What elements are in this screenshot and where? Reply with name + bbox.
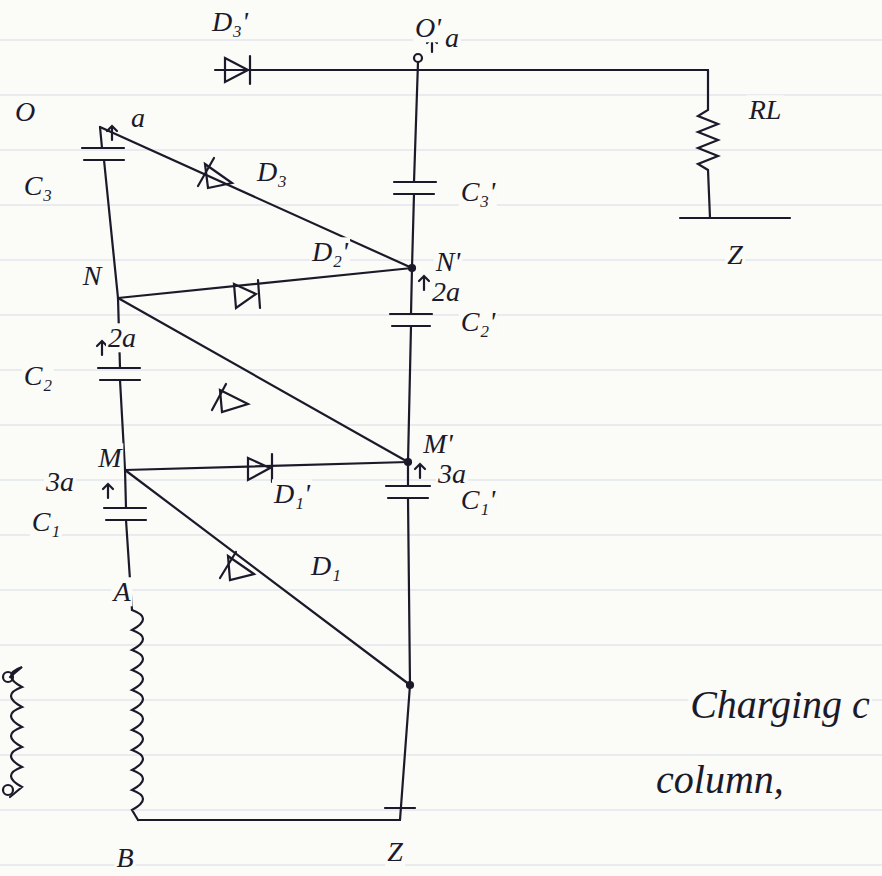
- diode-label: D₂': [310, 237, 350, 266]
- ground-label: Z: [385, 837, 405, 866]
- node-label: N': [434, 247, 463, 276]
- capacitor-label: C₂: [22, 361, 54, 390]
- charge-label: a: [443, 23, 461, 52]
- terminal-label: A: [111, 577, 132, 606]
- diode-label: D₁': [272, 479, 312, 508]
- charge-label: 3a: [436, 459, 468, 488]
- node-label: N: [81, 261, 104, 290]
- charge-label: 2a: [430, 277, 462, 306]
- charge-label: 2a: [106, 323, 138, 352]
- charge-label: a: [129, 103, 147, 132]
- charge-label: 3a: [44, 467, 76, 496]
- node-label: O: [13, 97, 37, 126]
- terminal-label: B: [114, 843, 135, 872]
- node-label: M: [96, 443, 123, 472]
- diode-label: D₁: [309, 551, 343, 580]
- diode-label: D₃: [255, 157, 289, 186]
- capacitor-label: C₁': [459, 485, 497, 514]
- capacitor-label: C₁: [30, 507, 62, 536]
- ground-label: Z: [725, 240, 745, 269]
- resistor-label: RL: [747, 95, 784, 124]
- node-label: O': [413, 13, 443, 42]
- note-text: Charging c: [688, 684, 872, 726]
- diode-label: D₃': [210, 7, 250, 36]
- capacitor-label: C₃: [22, 171, 54, 200]
- capacitor-label: C₃': [459, 177, 497, 206]
- node-label: M': [421, 429, 454, 458]
- note-text: column,: [654, 759, 786, 801]
- capacitor-label: C₂': [459, 307, 497, 336]
